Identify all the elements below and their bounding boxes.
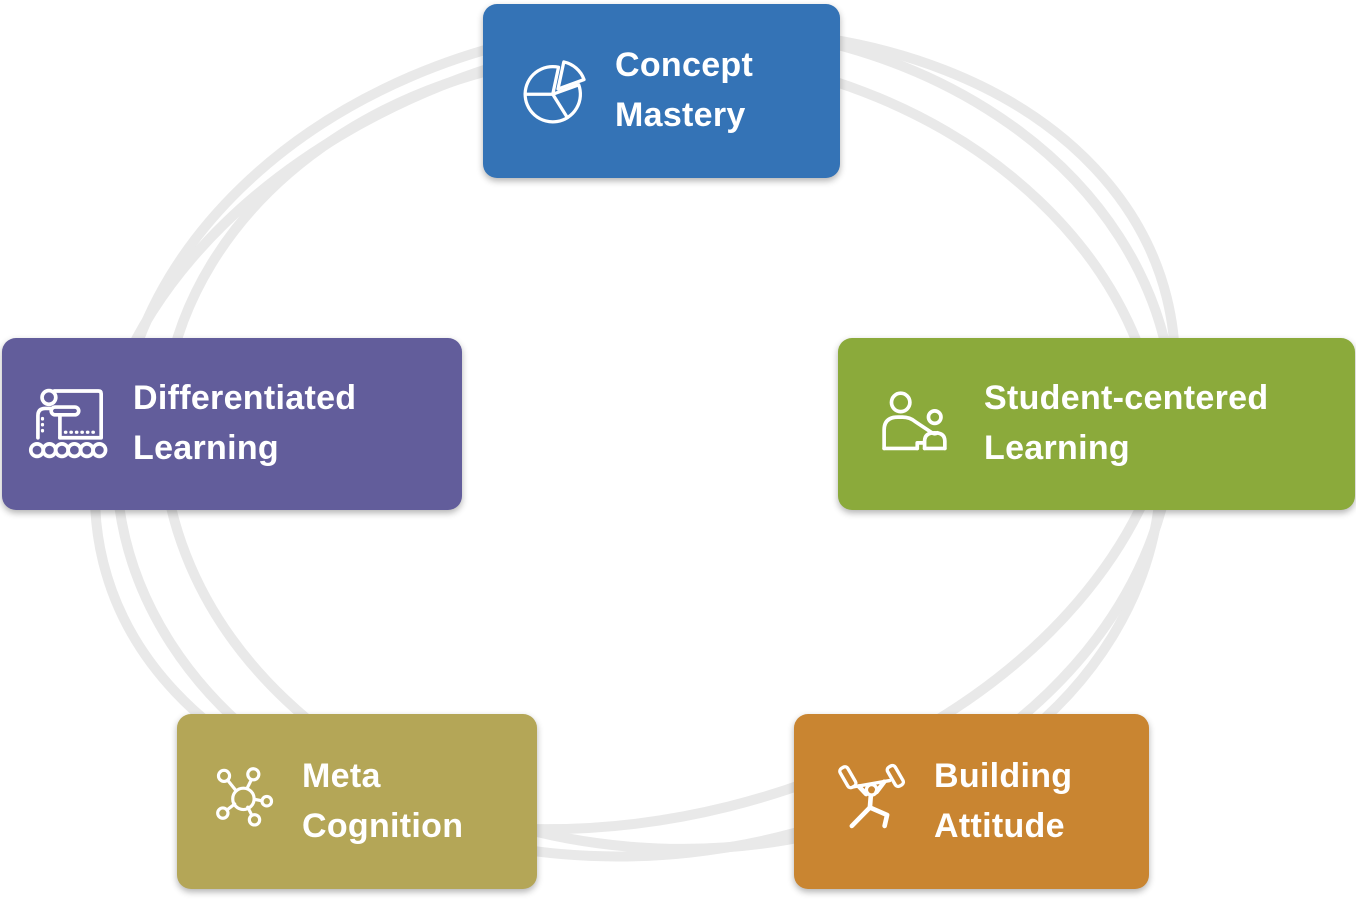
pie-chart-icon <box>517 52 595 130</box>
node-differentiated-learning: Differentiated Learning <box>2 338 462 510</box>
node-label: Meta Cognition <box>302 756 464 845</box>
node-label: Differentiated Learning <box>133 379 357 467</box>
presenter-board-icon <box>26 380 114 468</box>
node-student-centered-learning: Student-centered Learning <box>838 338 1355 510</box>
node-label: Building Attitude <box>934 756 1073 845</box>
teacher-student-icon <box>874 384 966 465</box>
node-concept-mastery: Concept Mastery <box>483 4 840 178</box>
network-nodes-icon <box>207 764 283 840</box>
node-label: Student-centered Learning <box>984 379 1269 467</box>
weightlifter-icon <box>830 762 914 842</box>
node-label: Concept Mastery <box>615 46 754 134</box>
node-meta-cognition: Meta Cognition <box>177 714 537 889</box>
node-building-attitude: Building Attitude <box>794 714 1149 889</box>
